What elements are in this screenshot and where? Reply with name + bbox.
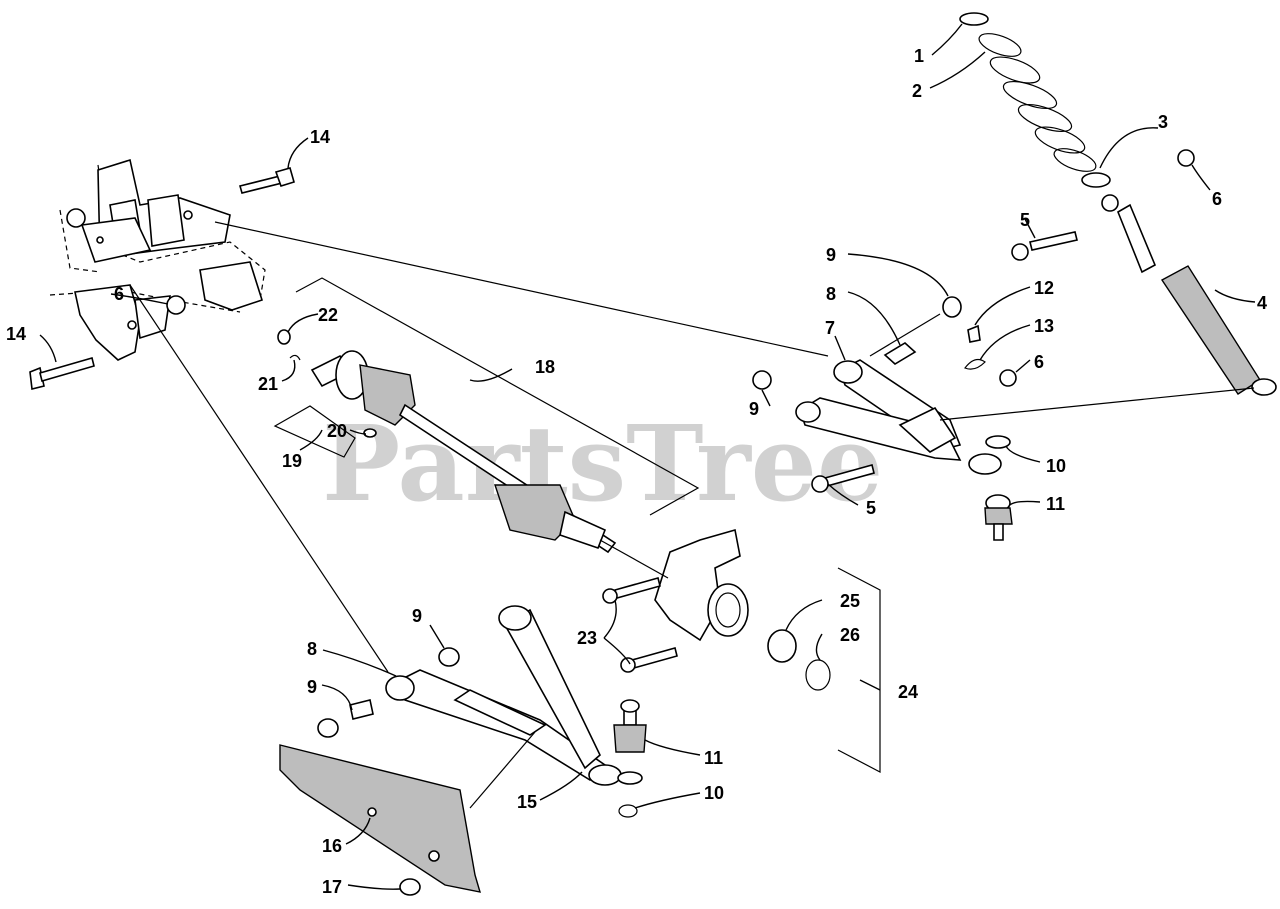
bushing-9-lower xyxy=(317,718,339,738)
callout-17: 17 xyxy=(322,877,342,897)
callout-21: 21 xyxy=(258,374,278,394)
ring-22 xyxy=(277,329,291,345)
callout-14-upper: 14 xyxy=(310,127,330,147)
callout-25: 25 xyxy=(840,591,860,611)
bushing-9-upper-right xyxy=(942,296,962,318)
skid-plate-16 xyxy=(279,744,481,893)
nut-6-frame xyxy=(166,295,186,315)
snap-ring-10-upper xyxy=(985,435,1011,449)
callout-20: 20 xyxy=(327,421,347,441)
watermark-text: PartsTree xyxy=(322,402,883,525)
callout-18: 18 xyxy=(535,357,555,377)
bearing-25 xyxy=(767,629,797,663)
callout-6-arm: 6 xyxy=(1034,352,1044,372)
callout-5-shock: 5 xyxy=(1020,210,1030,230)
callout-14-lower: 14 xyxy=(6,324,26,344)
assembly-line-shaft xyxy=(599,539,669,579)
clip-13 xyxy=(964,358,986,370)
callout-10-upper: 10 xyxy=(1046,456,1066,476)
callout-5-arm: 5 xyxy=(866,498,876,518)
callout-23: 23 xyxy=(577,628,597,648)
callout-13: 13 xyxy=(1034,316,1054,336)
callout-19: 19 xyxy=(282,451,302,471)
fastener-17 xyxy=(399,878,421,896)
callout-9-upper-a: 9 xyxy=(826,245,836,265)
callout-7: 7 xyxy=(825,318,835,338)
shock-absorber-4 xyxy=(1101,194,1277,396)
callout-10-lower: 10 xyxy=(704,783,724,803)
bolt-5-shock xyxy=(1011,231,1078,261)
drive-shaft-18 xyxy=(310,350,617,554)
snap-ring-26 xyxy=(805,659,831,691)
bushing-9-upper-left xyxy=(752,370,772,390)
assembly-line-upper-arm xyxy=(214,221,829,357)
callout-9-upper-b: 9 xyxy=(749,399,759,419)
bolts-23 xyxy=(602,577,678,673)
callout-11-lower: 11 xyxy=(704,748,723,768)
snap-ring-10-lower-b xyxy=(618,804,638,818)
bracket-19 xyxy=(273,405,356,458)
callout-24: 24 xyxy=(898,682,918,702)
upper-a-arm-7 xyxy=(795,313,1002,475)
snap-ring-10-lower xyxy=(617,771,643,785)
assembly-line-skid xyxy=(469,731,536,809)
callout-3: 3 xyxy=(1158,112,1168,132)
sleeve-8-lower xyxy=(349,699,374,720)
callout-9-lower-b: 9 xyxy=(307,677,317,697)
steering-knuckle xyxy=(654,528,749,642)
ball-joint-11-lower xyxy=(613,699,647,753)
callout-4: 4 xyxy=(1257,293,1267,313)
callout-6-shock: 6 xyxy=(1212,189,1222,209)
callout-6-frame: 6 xyxy=(114,284,124,304)
spring-retainer-3 xyxy=(1081,172,1111,188)
ball-joint-11-upper xyxy=(984,494,1013,541)
bolt-14-upper xyxy=(239,167,295,194)
assembly-line-shock xyxy=(939,387,1255,421)
callout-8-lower: 8 xyxy=(307,639,317,659)
callout-leaders xyxy=(39,23,1256,890)
bolt-5-upper-arm xyxy=(811,464,875,493)
sleeve-8-upper xyxy=(883,342,917,365)
bushing-9-lower-upper xyxy=(438,647,460,667)
lower-a-arm-15 xyxy=(385,605,622,786)
callout-2: 2 xyxy=(912,81,922,101)
callout-22: 22 xyxy=(318,305,338,325)
nut-6-upper-arm xyxy=(999,369,1017,387)
clip-21 xyxy=(289,354,301,361)
callout-26: 26 xyxy=(840,625,860,645)
callout-16: 16 xyxy=(322,836,342,856)
ring-20 xyxy=(363,428,377,438)
assembly-line-lower-arm xyxy=(129,284,389,673)
callout-9-lower-a: 9 xyxy=(412,606,422,626)
nut-6-shock xyxy=(1177,149,1195,167)
callout-11-upper: 11 xyxy=(1046,494,1065,514)
callout-8-upper: 8 xyxy=(826,284,836,304)
bolt-14-lower xyxy=(29,357,95,390)
bracket-18 xyxy=(295,277,700,516)
screw-12 xyxy=(967,324,981,343)
callout-1: 1 xyxy=(914,46,924,66)
callout-15: 15 xyxy=(517,792,537,812)
bracket-24 xyxy=(837,567,881,773)
callout-12: 12 xyxy=(1034,278,1054,298)
frame-bracket xyxy=(49,158,266,361)
spring-2 xyxy=(959,12,1097,172)
callout-labels: 1 2 3 4 5 5 6 6 6 7 8 8 9 9 9 9 10 10 11… xyxy=(6,46,1267,897)
nut-6-frame-upper xyxy=(66,208,86,228)
